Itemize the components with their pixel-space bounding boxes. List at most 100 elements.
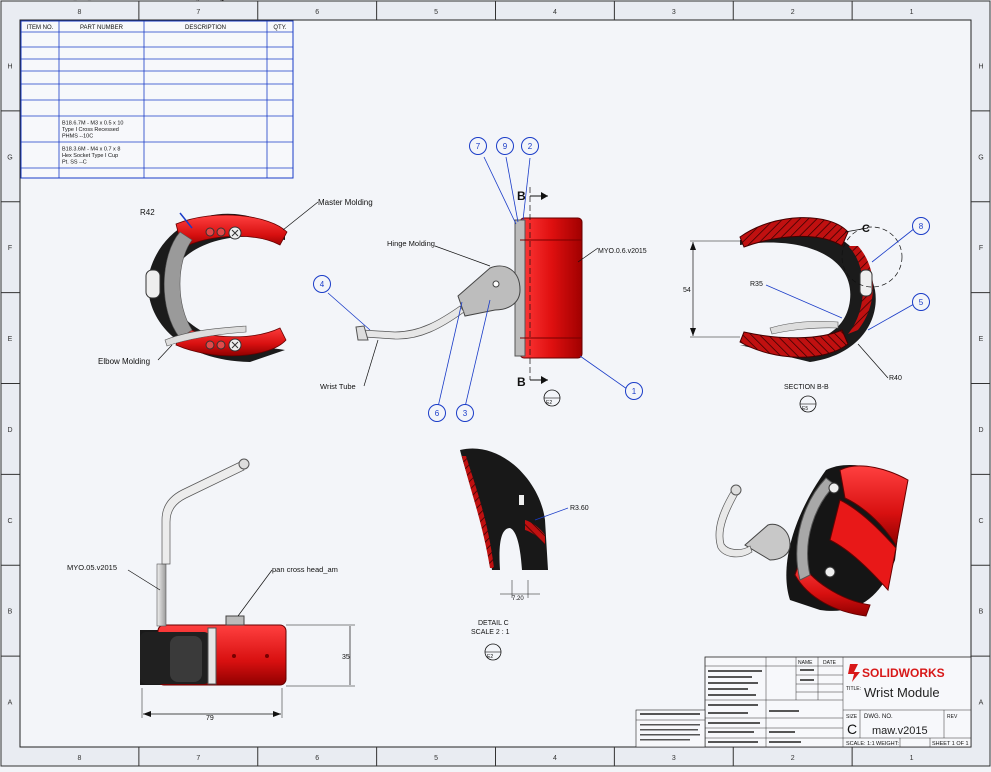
bom-cell: 4 xyxy=(38,0,41,2)
item-balloon: 4 xyxy=(313,275,331,293)
item-balloon: 8 xyxy=(912,217,930,235)
bom-cell: maw_wrist_tube xyxy=(62,0,102,2)
section-b-marker-top: B xyxy=(517,189,526,203)
radius-r40-label: R40 xyxy=(889,375,902,382)
bom-cell: 1 xyxy=(278,0,281,2)
bom-cell: MYO.06.v2015 xyxy=(62,0,99,2)
radius-r360-label: R3.60 xyxy=(570,505,589,512)
item-balloon: 7 xyxy=(469,137,487,155)
title-label: TITLE: xyxy=(846,686,861,692)
zone-row-label: F xyxy=(8,245,12,252)
bom-cell: 1 xyxy=(278,0,281,2)
zone-row-label: E xyxy=(979,336,984,343)
bill-of-materials-table: ITEM NO.PART NUMBERDESCRIPTIONQTY.1MYO.0… xyxy=(20,0,294,179)
item-balloon-number: 1 xyxy=(632,387,637,396)
bom-cell: 2 xyxy=(278,0,281,2)
zone-row-label: F xyxy=(979,245,983,252)
radius-r35-label: R35 xyxy=(750,281,763,288)
title-block-date-col: DATE xyxy=(823,660,837,666)
bom-cell: WINCO BALL PLUNGER xyxy=(62,0,124,2)
bom-header-cell: QTY. xyxy=(273,25,287,31)
bom-cell: 9 xyxy=(38,0,41,2)
elbow-molding-callout: Elbow Molding xyxy=(98,357,150,366)
zone-col-label: 1 xyxy=(910,9,914,16)
item-balloon: 5 xyxy=(912,293,930,311)
section-b-marker-bottom: B xyxy=(517,375,526,389)
zone-col-label: 6 xyxy=(315,9,319,16)
bom-cell: 1 xyxy=(278,0,281,2)
zone-row-label: C xyxy=(978,518,983,525)
weight-label: WEIGHT: xyxy=(876,741,899,747)
zone-row-label: A xyxy=(979,700,984,707)
master-molding-callout: Master Molding xyxy=(318,198,373,207)
zone-col-label: 4 xyxy=(553,9,557,16)
item-balloon-number: 2 xyxy=(528,142,533,151)
item-balloon: 1 xyxy=(625,382,643,400)
zone-col-label: 5 xyxy=(434,755,438,762)
item-balloon-number: 9 xyxy=(503,142,508,151)
bom-cell: 1 xyxy=(278,0,281,2)
zone-col-label: 7 xyxy=(196,755,200,762)
zone-col-label: 6 xyxy=(315,755,319,762)
item-balloon-number: 8 xyxy=(919,222,924,231)
zone-col-label: 3 xyxy=(672,9,676,16)
zone-col-label: 3 xyxy=(672,755,676,762)
bom-header-cell: ITEM NO. xyxy=(27,25,54,31)
bom-cell: 6 xyxy=(38,0,41,2)
item-balloon-number: 3 xyxy=(463,409,468,418)
zone-col-label: 5 xyxy=(434,9,438,16)
dimension-720: 7.20 xyxy=(512,596,524,602)
zone-col-label: 8 xyxy=(77,755,81,762)
bom-cell: ABS 3041 xyxy=(193,0,218,2)
bom-cell: MAX 12 MM xyxy=(190,0,221,2)
title-block-name-col: NAME xyxy=(798,660,813,666)
detail-c-title: DETAIL C xyxy=(478,620,509,627)
pan-cross-head-callout: pan cross head_am xyxy=(272,565,338,574)
zone-col-label: 2 xyxy=(791,755,795,762)
bom-cell: Master Molding xyxy=(187,0,225,2)
dwg-no-label: DWG. NO. xyxy=(864,714,893,720)
bom-cell: 1 xyxy=(278,0,281,2)
bom-cell: Elbow Molding xyxy=(188,0,224,2)
bom-cell: 2 xyxy=(38,0,41,2)
bom-cell: 7 xyxy=(38,0,41,2)
zone-col-label: 4 xyxy=(553,755,557,762)
myo-part-callout-bottom: MYO.05.v2015 xyxy=(67,563,117,572)
rev-label: REV xyxy=(947,714,958,720)
zone-row-label: H xyxy=(978,63,983,70)
detail-c-scale: SCALE 2 : 1 xyxy=(471,629,510,636)
sheet-ref-e5: E5 xyxy=(802,406,808,412)
bom-cell: 1 xyxy=(278,0,281,2)
zone-row-label: A xyxy=(8,700,13,707)
view-isometric xyxy=(715,464,909,617)
section-bb-title: SECTION B-B xyxy=(784,384,829,391)
bom-header-cell: DESCRIPTION xyxy=(185,25,226,31)
sheet-size: C xyxy=(847,721,857,737)
bom-cell: MYO.10.v2014 xyxy=(62,0,99,2)
wrist-tube-callout: Wrist Tube xyxy=(320,382,356,391)
item-balloon: 9 xyxy=(496,137,514,155)
zone-row-label: G xyxy=(978,154,983,161)
myo-part-callout-right: MYO.0.6.v2015 xyxy=(598,248,647,255)
zone-row-label: D xyxy=(7,427,12,434)
solidworks-logo: SOLIDWORKS xyxy=(848,664,945,682)
hinge-molding-callout: Hinge Molding xyxy=(387,239,435,248)
zone-row-label: D xyxy=(978,427,983,434)
dimension-35: 35 xyxy=(342,654,350,661)
dimension-54: 54 xyxy=(683,287,691,294)
bom-cell: BALL PLUNGER 6153-M5-CN-PFB xyxy=(162,0,249,2)
zone-row-label: B xyxy=(979,609,984,616)
view-top-left: R42 Master Molding Elbow Molding xyxy=(98,198,373,366)
sheet-ref-e2-center: E2 xyxy=(546,400,552,406)
view-section-bb: C 54 R35 R40 SECTION B-B E5 xyxy=(683,217,916,413)
zone-row-label: G xyxy=(7,154,12,161)
bom-cell: 1 xyxy=(38,0,41,2)
bom-cell: WINCO BALL PLUNGER xyxy=(62,0,124,2)
zone-row-label: B xyxy=(8,609,13,616)
bom-cell: 5 xyxy=(38,0,41,2)
bom-cell: 1 xyxy=(278,0,281,2)
